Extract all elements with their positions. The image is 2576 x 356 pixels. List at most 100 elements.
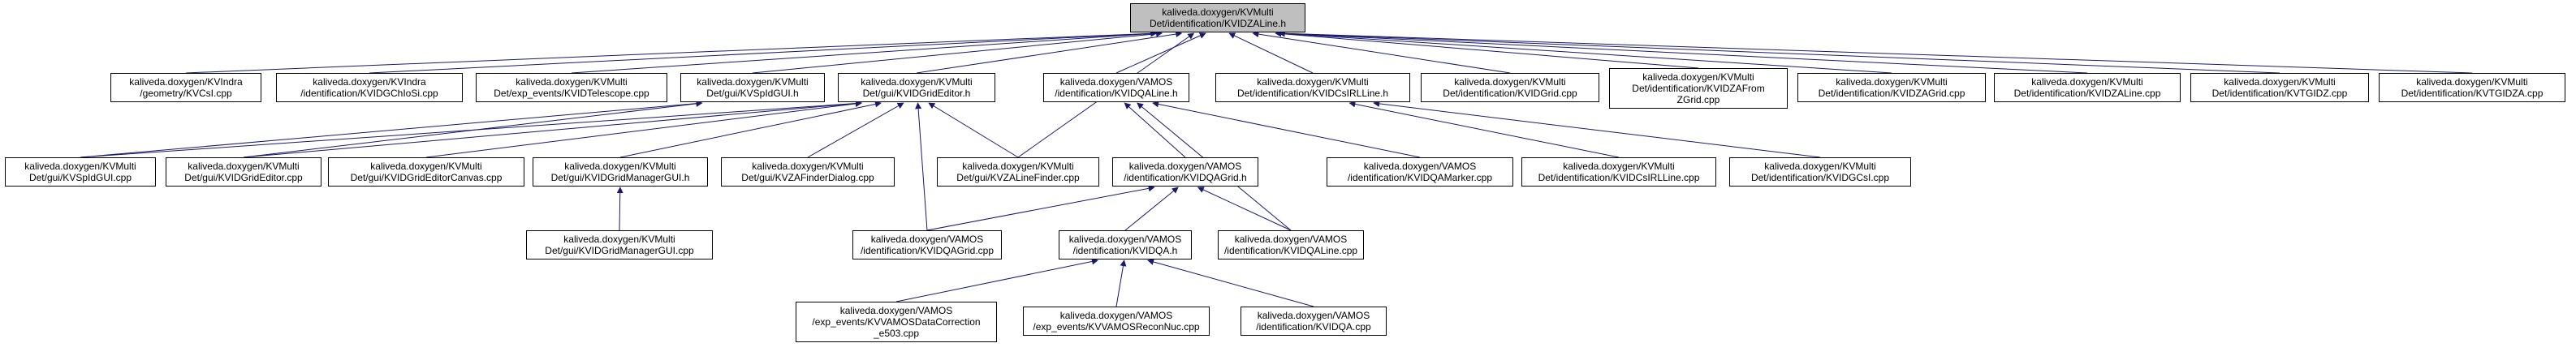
graph-node-kvspidgui-h[interactable]: kaliveda.doxygen/KVMulti Det/gui/KVSpIdG…	[680, 73, 825, 102]
node-label-line: Det/identification/KVIDZAFrom	[1632, 83, 1765, 94]
node-label-line: Det/gui/KVIDGridManagerGUI.h	[550, 172, 690, 183]
node-label-line: kaliveda.doxygen/KVMulti	[1454, 76, 1566, 88]
graph-node-kvidgchiosi-cpp[interactable]: kaliveda.doxygen/KVIndra /identification…	[276, 73, 463, 102]
edge-n29-to-n26	[1115, 259, 1127, 307]
edge-n1-to-root	[185, 30, 1158, 74]
graph-node-kvidqa-h[interactable]: kaliveda.doxygen/VAMOS /identification/K…	[1059, 230, 1192, 259]
node-label-line: /identification/KVIDQALine.h	[1055, 88, 1178, 99]
root-node-kvidzaline-h: kaliveda.doxygen/KVMulti Det/identificat…	[1130, 3, 1305, 32]
node-label-line: Det/gui/KVSpIdGUI.cpp	[28, 172, 132, 183]
node-label-line: /identification/KVIDQALine.cpp	[1223, 245, 1358, 256]
edge-n15-to-n5	[243, 100, 862, 158]
graph-node-kvidgcsi-cpp[interactable]: kaliveda.doxygen/KVMulti Det/identificat…	[1729, 157, 1911, 187]
graph-node-kvidqaline-h[interactable]: kaliveda.doxygen/VAMOS /identification/K…	[1043, 73, 1189, 102]
node-label-line: kaliveda.doxygen/VAMOS	[1257, 310, 1370, 321]
node-label-line: /exp_events/KVVAMOSDataCorrection	[812, 316, 981, 328]
edge-n2-to-root	[369, 30, 1158, 74]
graph-node-kvtgidza-cpp[interactable]: kaliveda.doxygen/KVMulti Det/identificat…	[2379, 73, 2565, 102]
node-label-line: Det/identification/KVIDZAGrid.cpp	[1818, 88, 1965, 99]
node-label-line: kaliveda.doxygen/KVMulti	[1642, 71, 1754, 83]
node-label-line: kaliveda.doxygen/KVMulti	[861, 76, 973, 88]
graph-node-kvidgrideditor-h[interactable]: kaliveda.doxygen/KVMulti Det/gui/KVIDGri…	[838, 73, 995, 102]
node-label-line: kaliveda.doxygen/VAMOS	[1363, 161, 1477, 172]
edge-n24-to-n17	[616, 187, 624, 231]
node-label-line: /identification/KVIDQA.cpp	[1256, 321, 1371, 332]
edge-n14-to-n4	[80, 100, 703, 158]
graph-node-kvcsi-cpp[interactable]: kaliveda.doxygen/KVIndra /geometry/KVCsI…	[110, 73, 261, 102]
node-label-line: kaliveda.doxygen/VAMOS	[839, 305, 953, 316]
edge-n18-to-n5	[807, 102, 904, 158]
graph-node-kvidtelescope-cpp[interactable]: kaliveda.doxygen/KVMulti Det/exp_events/…	[476, 73, 667, 102]
edge-n11-to-root	[1278, 30, 2088, 74]
edge-n19-to-n5	[928, 102, 1019, 158]
node-label-line: Det/identification/KVTGIDZ.cpp	[2211, 88, 2348, 99]
graph-node-kvidqamarker-cpp[interactable]: kaliveda.doxygen/VAMOS /identification/K…	[1327, 157, 1513, 187]
graph-node-kvidgrideditor-cpp[interactable]: kaliveda.doxygen/KVMulti Det/gui/KVIDGri…	[166, 157, 321, 187]
graph-node-kvidgrideditorcanvas-cpp[interactable]: kaliveda.doxygen/KVMulti Det/gui/KVIDGri…	[328, 157, 524, 187]
graph-node-kvidcsirlline-h[interactable]: kaliveda.doxygen/KVMulti Det/identificat…	[1215, 73, 1410, 102]
node-label-line: Det/exp_events/KVIDTelescope.cpp	[494, 88, 649, 99]
edge-n7-to-root	[1228, 32, 1314, 74]
node-label-line: Det/identification/KVIDCsIRLLine.cpp	[1538, 172, 1700, 183]
graph-node-kvidqaline-cpp[interactable]: kaliveda.doxygen/VAMOS /identification/K…	[1218, 230, 1364, 259]
node-label-line: kaliveda.doxygen/KVMulti	[370, 161, 482, 172]
node-label-line: kaliveda.doxygen/KVMulti	[1563, 161, 1675, 172]
node-label-line: Det/gui/KVSpIdGUI.h	[706, 88, 799, 99]
node-label-line: kaliveda.doxygen/KVMulti	[563, 234, 675, 245]
edge-n28-to-n26	[895, 258, 1098, 302]
node-label-line: Det/gui/KVIDGridManagerGUI.cpp	[545, 245, 694, 256]
edge-n27-to-n20	[1197, 187, 1292, 231]
node-label-line: Det/gui/KVIDGridEditor.h	[862, 88, 971, 99]
node-label-line: /exp_events/KVVAMOSReconNuc.cpp	[1033, 321, 1200, 332]
node-label-line: Det/gui/KVIDGridEditor.cpp	[184, 172, 303, 183]
node-label-line: kaliveda.doxygen/KVMulti	[564, 161, 676, 172]
node-label-line: kaliveda.doxygen/VAMOS	[870, 234, 984, 245]
node-label-line: kaliveda.doxygen/KVMulti	[697, 76, 809, 88]
graph-node-kvvamosdatacorrection-e503-cpp[interactable]: kaliveda.doxygen/VAMOS /exp_events/KVVAM…	[796, 302, 997, 342]
graph-node-kvidgridmanagergui-cpp[interactable]: kaliveda.doxygen/KVMulti Det/gui/KVIDGri…	[526, 230, 713, 259]
graph-node-kvvamosreconnuc-cpp[interactable]: kaliveda.doxygen/VAMOS /exp_events/KVVAM…	[1023, 307, 1210, 336]
edge-n9-to-root	[1275, 30, 1699, 69]
edge-n21-to-n6	[1152, 101, 1421, 158]
edge-n23-to-n7	[1373, 100, 1821, 158]
node-label-line: kaliveda.doxygen/KVMulti	[1257, 76, 1369, 88]
node-label-line: kaliveda.doxygen/KVIndra	[129, 76, 243, 88]
edge-n4-to-root	[752, 30, 1163, 74]
edge-n30-to-n26	[1147, 259, 1314, 307]
edge-n8-to-root	[1252, 31, 1511, 74]
edge-n26-to-n20	[1124, 187, 1179, 231]
graph-node-kvspidgui-cpp[interactable]: kaliveda.doxygen/KVMulti Det/gui/KVSpIdG…	[5, 157, 156, 187]
node-label-line: Det/gui/KVZAFinderDialog.cpp	[741, 172, 874, 183]
graph-node-kvidzagrid-cpp[interactable]: kaliveda.doxygen/KVMulti Det/identificat…	[1797, 73, 1986, 102]
node-label-line: Det/identification/KVIDGCsI.cpp	[1750, 172, 1890, 183]
graph-node-kvzalinefinder-cpp[interactable]: kaliveda.doxygen/KVMulti Det/gui/KVZALin…	[937, 157, 1099, 187]
graph-node-kvidqa-cpp[interactable]: kaliveda.doxygen/VAMOS /identification/K…	[1241, 307, 1387, 336]
node-label-line: kaliveda.doxygen/KVMulti	[2224, 76, 2336, 88]
node-label-line: kaliveda.doxygen/KVMulti	[2031, 76, 2143, 88]
graph-node-kvidqagrid-h[interactable]: kaliveda.doxygen/VAMOS /identification/K…	[1112, 157, 1258, 187]
edge-n25-to-n20	[926, 185, 1155, 231]
graph-node-kvidzafromzgrid-cpp[interactable]: kaliveda.doxygen/KVMulti Det/identificat…	[1609, 68, 1788, 109]
graph-node-kvidzaline-cpp[interactable]: kaliveda.doxygen/KVMulti Det/identificat…	[1994, 73, 2181, 102]
graph-node-kvidcsirlline-cpp[interactable]: kaliveda.doxygen/KVMulti Det/identificat…	[1521, 157, 1716, 187]
graph-node-kvidgrid-cpp[interactable]: kaliveda.doxygen/KVMulti Det/identificat…	[1421, 73, 1599, 102]
node-label-line: Det/identification/KVTGIDZA.cpp	[2401, 88, 2544, 99]
graph-node-kvidgridmanagergui-h[interactable]: kaliveda.doxygen/KVMulti Det/gui/KVIDGri…	[533, 157, 708, 187]
edge-n3-to-root	[571, 30, 1158, 74]
node-label-line: ZGrid.cpp	[1676, 94, 1720, 105]
edge-n22-to-n7	[1348, 101, 1620, 158]
node-label-line: Det/identification/KVIDGrid.cpp	[1443, 88, 1577, 99]
node-label-line: kaliveda.doxygen/KVMulti	[516, 76, 628, 88]
node-label-line: /identification/KVIDGChIoSi.cpp	[300, 88, 438, 99]
node-label-line: /geometry/KVCsI.cpp	[140, 88, 232, 99]
graph-node-kvidqagrid-cpp[interactable]: kaliveda.doxygen/VAMOS /identification/K…	[852, 230, 1002, 259]
node-label-line: Det/gui/KVIDGridEditorCanvas.cpp	[350, 172, 503, 183]
graph-node-kvzafinderdialog-cpp[interactable]: kaliveda.doxygen/KVMulti Det/gui/KVZAFin…	[721, 157, 895, 187]
edge-n17-to-n5	[619, 101, 882, 158]
node-label-line: Det/identification/KVIDZALine.cpp	[2013, 88, 2161, 99]
node-label-line: /identification/KVIDQAGrid.cpp	[860, 245, 995, 256]
graph-node-kvtgidz-cpp[interactable]: kaliveda.doxygen/KVMulti Det/identificat…	[2190, 73, 2369, 102]
edge-n6-to-root	[1115, 32, 1206, 74]
node-label-line: kaliveda.doxygen/KVMulti	[752, 161, 864, 172]
node-label-line: kaliveda.doxygen/KVIndra	[313, 76, 426, 88]
